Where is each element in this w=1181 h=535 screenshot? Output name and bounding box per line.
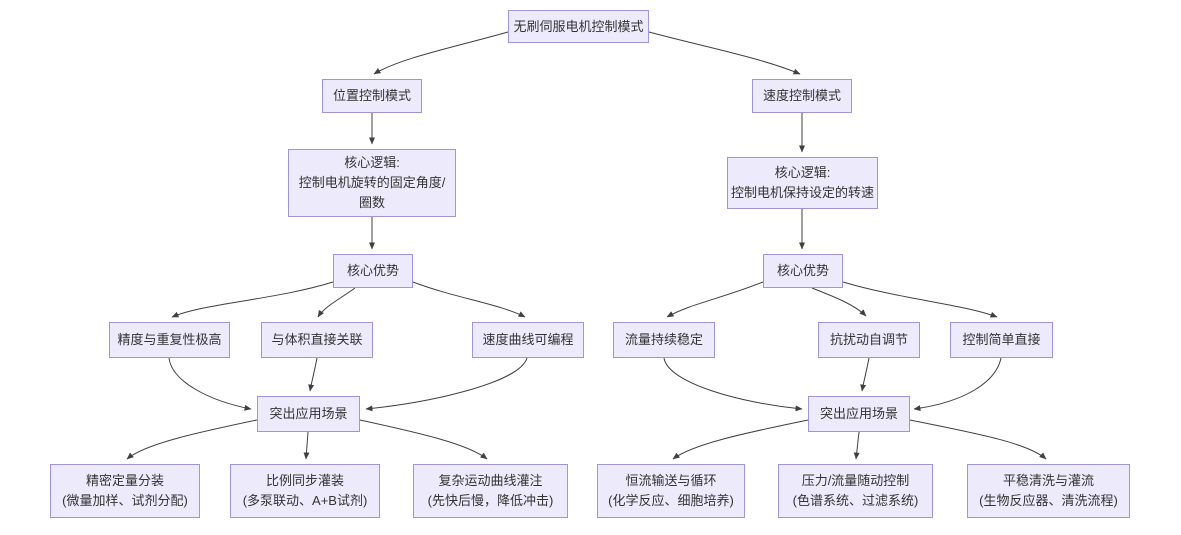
application-node: 复杂运动曲线灌注 (先快后慢，降低冲击): [413, 464, 568, 518]
advantage-node: 流量持续稳定: [613, 322, 715, 358]
edge-adv-left-2: [317, 287, 356, 318]
logic-line: 圈数: [358, 195, 385, 210]
logic-line: 核心逻辑:: [344, 155, 400, 170]
advantage-label: 控制简单直接: [962, 332, 1041, 347]
edge-adv-right-2: [811, 287, 867, 317]
application-subtitle: (多泵联动、A+B试剂): [242, 493, 368, 508]
mode-node-position: 位置控制模式: [322, 79, 422, 113]
advantages-header-label: 核心优势: [346, 263, 399, 278]
edge-adv-right-1: [666, 281, 764, 318]
advantage-node: 速度曲线可编程: [472, 322, 584, 358]
mode-node-velocity: 速度控制模式: [752, 79, 852, 113]
application-subtitle: (生物反应器、清洗流程): [979, 493, 1118, 508]
application-title: 压力/流量随动控制: [801, 473, 910, 488]
logic-line: 控制电机旋转的固定角度/: [298, 175, 446, 190]
edge-adv-left-3: [412, 281, 526, 318]
application-title: 精密定量分装: [85, 473, 164, 488]
advantage-label: 速度曲线可编程: [482, 332, 574, 347]
application-subtitle: (微量加样、试剂分配): [62, 493, 188, 508]
application-subtitle: (色谱系统、过滤系统): [792, 493, 919, 508]
edge-scen-right-3: [913, 357, 1002, 412]
edge-app-right-2: [853, 431, 860, 460]
application-title: 复杂运动曲线灌注: [438, 473, 543, 488]
application-subtitle: (化学反应、细胞培养): [608, 493, 734, 508]
scenarios-header-label: 突出应用场景: [269, 406, 348, 421]
advantage-label: 精度与重复性极高: [117, 332, 222, 347]
application-subtitle: (先快后慢，降低冲击): [427, 493, 554, 508]
logic-node-velocity: 核心逻辑: 控制电机保持设定的转速: [727, 157, 878, 209]
edge-app-left-3: [359, 419, 488, 460]
mode-label: 速度控制模式: [762, 88, 841, 103]
advantage-label: 与体积直接关联: [271, 332, 363, 347]
edge-root-velocity: [648, 31, 801, 75]
scenarios-header-node-position: 突出应用场景: [257, 396, 360, 432]
application-node: 比例同步灌装 (多泵联动、A+B试剂): [230, 464, 380, 518]
edge-scen-left-3: [365, 357, 528, 412]
application-title: 比例同步灌装: [265, 473, 344, 488]
logic-line: 核心逻辑:: [774, 165, 831, 180]
edge-scen-right-1: [663, 357, 803, 412]
edge-root-position: [373, 31, 509, 75]
application-node: 精密定量分装 (微量加样、试剂分配): [50, 464, 200, 518]
advantage-node: 精度与重复性极高: [109, 322, 230, 358]
scenarios-header-label: 突出应用场景: [819, 406, 898, 421]
application-title: 恒流输送与循环: [625, 473, 717, 488]
advantage-node: 与体积直接关联: [261, 322, 373, 358]
advantage-label: 抗扰动自调节: [829, 332, 908, 347]
logic-line: 控制电机保持设定的转速: [730, 185, 874, 200]
edge-scen-right-2: [860, 357, 870, 392]
mode-label: 位置控制模式: [332, 88, 411, 103]
advantages-header-label: 核心优势: [776, 263, 829, 278]
advantage-node: 抗扰动自调节: [818, 322, 920, 358]
logic-node-position: 核心逻辑: 控制电机旋转的固定角度/ 圈数: [288, 149, 456, 217]
edge-adv-left-1: [171, 281, 334, 318]
scenarios-header-node-velocity: 突出应用场景: [808, 396, 910, 432]
edge-scen-left-2: [308, 357, 318, 392]
application-node: 压力/流量随动控制 (色谱系统、过滤系统): [778, 464, 933, 518]
edge-adv-right-3: [842, 281, 998, 318]
root-node: 无刷伺服电机控制模式: [508, 10, 649, 43]
advantage-label: 流量持续稳定: [624, 332, 703, 347]
application-node: 恒流输送与循环 (化学反应、细胞培养): [597, 464, 745, 518]
application-node: 平稳清洗与灌流 (生物反应器、清洗流程): [967, 464, 1130, 518]
edge-app-left-2: [303, 431, 310, 460]
edge-app-right-1: [672, 419, 809, 460]
advantages-header-node-velocity: 核心优势: [763, 254, 843, 288]
application-title: 平稳清洗与灌流: [1002, 473, 1094, 488]
edge-app-left-1: [126, 419, 258, 460]
advantage-node: 控制简单直接: [950, 322, 1053, 358]
edge-scen-left-1: [168, 357, 252, 411]
edge-app-right-3: [909, 419, 1047, 460]
advantages-header-node-position: 核心优势: [333, 254, 413, 288]
root-label: 无刷伺服电机控制模式: [513, 18, 644, 34]
